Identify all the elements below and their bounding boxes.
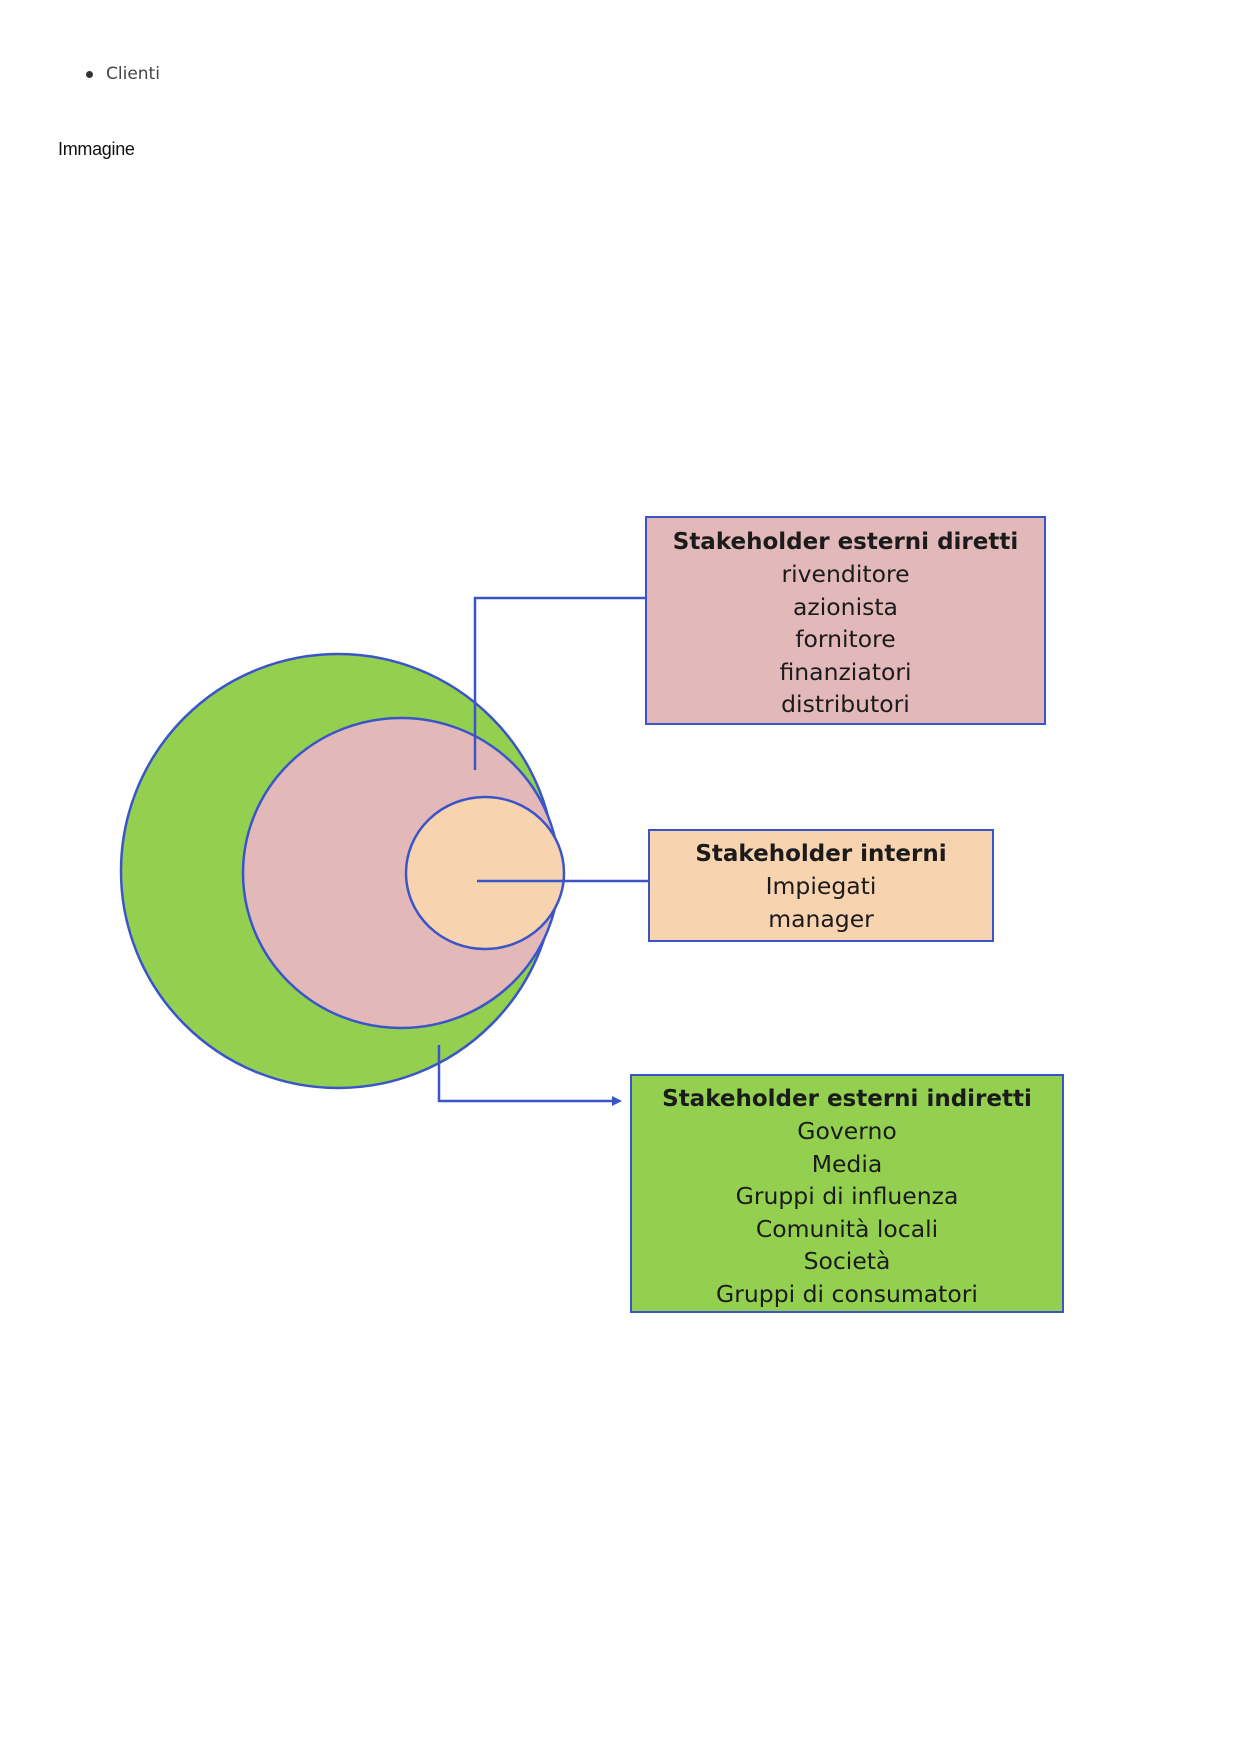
box-item: Gruppi di consumatori	[716, 1279, 978, 1308]
bullet-list: Clienti	[80, 62, 160, 86]
box-item: fornitore	[795, 625, 896, 653]
box-item: Comunità locali	[755, 1214, 939, 1243]
box-item: distributori	[781, 690, 910, 718]
box-item: Media	[811, 1149, 883, 1178]
box-item: rivenditore	[781, 560, 910, 588]
arrow-to-direct	[473, 593, 659, 770]
box-title: Stakeholder esterni indiretti	[662, 1086, 1032, 1112]
inner-circle	[404, 795, 566, 951]
box-external-direct: Stakeholder esterni diretti rivenditore …	[645, 516, 1046, 725]
list-item: Clienti	[80, 62, 160, 86]
box-item: manager	[768, 904, 874, 933]
image-caption: Immagine	[58, 139, 135, 159]
list-item-label: Clienti	[106, 64, 160, 84]
box-internal: Stakeholder interni Impiegati manager	[648, 829, 994, 942]
box-item: azionista	[793, 592, 898, 621]
box-item: finanziatori	[779, 657, 912, 686]
arrow-to-indirect	[437, 1045, 622, 1106]
box-item: Impiegati	[765, 872, 877, 900]
box-item: Società	[803, 1247, 891, 1275]
box-item: Governo	[797, 1117, 897, 1145]
box-external-indirect: Stakeholder esterni indiretti Governo Me…	[630, 1074, 1064, 1313]
box-item: Gruppi di influenza	[735, 1182, 959, 1210]
bullet-dot-icon	[86, 71, 93, 78]
box-title: Stakeholder esterni diretti	[672, 529, 1019, 555]
box-title: Stakeholder interni	[695, 841, 947, 867]
